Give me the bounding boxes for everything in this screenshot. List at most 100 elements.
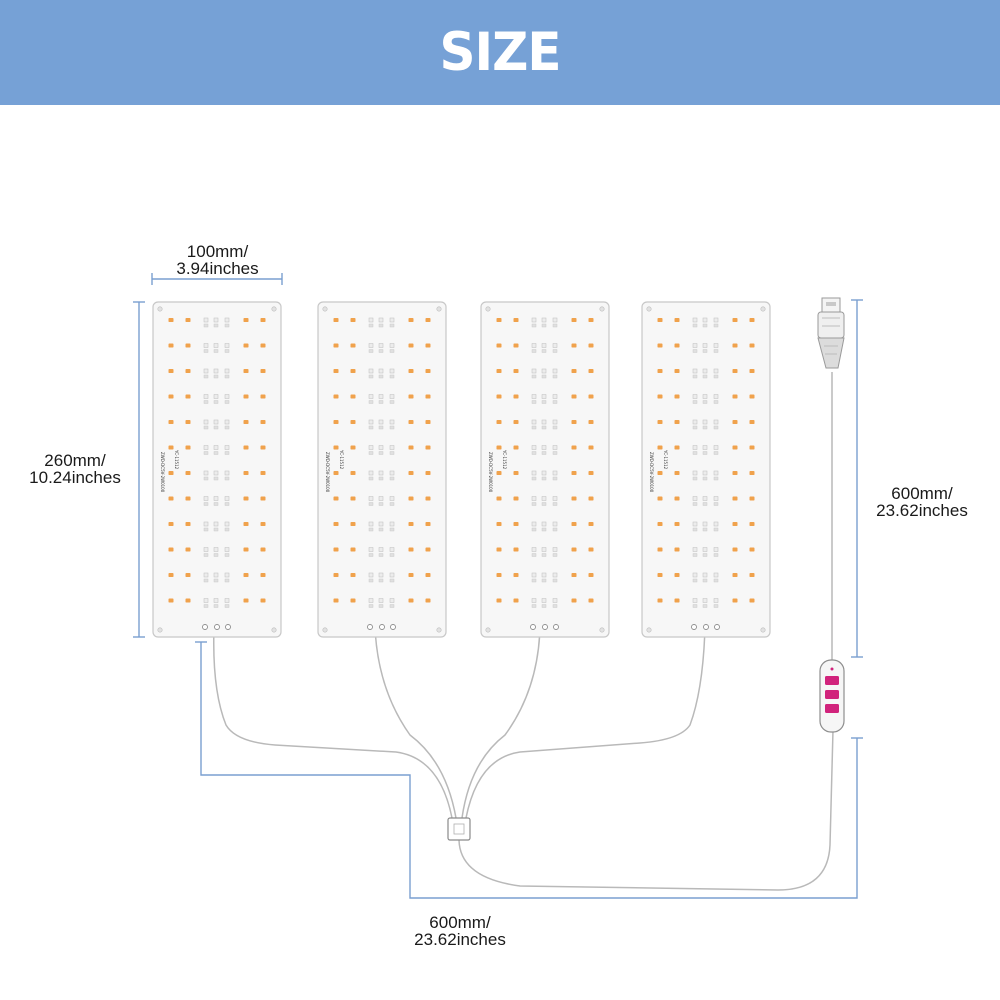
panel-spec-label: ZWD-DC5V-2W0100 xyxy=(488,452,493,493)
led-chip xyxy=(702,317,708,323)
led-chip xyxy=(213,349,219,353)
led-chip xyxy=(389,476,395,481)
led-chip xyxy=(513,573,519,577)
led-chip xyxy=(389,400,395,404)
led-chip xyxy=(531,445,537,450)
led-chip xyxy=(692,400,698,404)
led-chip xyxy=(350,598,356,603)
led-chip xyxy=(243,343,249,348)
led-chip xyxy=(541,317,547,323)
led-chip xyxy=(674,496,680,501)
led-chip xyxy=(203,496,209,501)
led-chip xyxy=(588,420,594,424)
led-chip xyxy=(657,471,663,475)
led-chip xyxy=(571,445,577,450)
led-chip xyxy=(749,496,755,501)
led-chip xyxy=(168,547,174,552)
led-chip xyxy=(702,578,708,583)
led-chip xyxy=(368,323,374,328)
led-chip xyxy=(552,572,558,578)
panel-height-mm: 260mm/ xyxy=(44,451,106,470)
led-chip xyxy=(531,451,537,455)
led-chip xyxy=(702,547,708,552)
led-panel: YC-11512 ZWD-DC5V-2W0100 xyxy=(480,301,610,638)
led-chip xyxy=(674,318,680,322)
led-chip xyxy=(224,521,230,527)
led-chip xyxy=(378,521,384,527)
led-chip xyxy=(425,471,431,475)
led-chip xyxy=(213,419,219,425)
led-chip xyxy=(552,604,558,608)
led-chip xyxy=(203,394,209,399)
led-chip xyxy=(213,547,219,552)
led-chip xyxy=(702,553,708,557)
led-chip xyxy=(378,425,384,430)
led-chip xyxy=(674,394,680,399)
led-chip xyxy=(333,343,339,348)
solder-pad xyxy=(703,624,709,630)
led-chip xyxy=(713,496,719,501)
led-chip xyxy=(368,368,374,374)
led-chip xyxy=(168,598,174,603)
mounting-hole xyxy=(760,627,766,633)
led-chip xyxy=(260,318,266,322)
led-chip xyxy=(368,553,374,557)
led-chip xyxy=(674,598,680,603)
led-chip xyxy=(224,445,230,450)
led-chip xyxy=(713,451,719,455)
led-chip xyxy=(588,394,594,399)
led-chip xyxy=(213,476,219,481)
led-chip xyxy=(203,527,209,532)
panel-2-cable xyxy=(374,627,457,819)
panel-board xyxy=(480,301,610,638)
led-chip xyxy=(513,343,519,348)
led-chip xyxy=(378,323,384,328)
led-chip xyxy=(713,445,719,450)
led-chip xyxy=(531,476,537,481)
led-chip xyxy=(168,318,174,322)
led-chip xyxy=(389,368,395,374)
led-chip xyxy=(552,400,558,404)
led-chip xyxy=(531,349,537,353)
led-chip xyxy=(657,318,663,322)
led-chip xyxy=(749,318,755,322)
mounting-hole xyxy=(760,306,766,312)
led-chip xyxy=(552,374,558,379)
led-chip xyxy=(496,522,502,526)
panel-model-label: YC-11512 xyxy=(663,449,668,470)
led-chip xyxy=(531,425,537,430)
led-chip xyxy=(702,451,708,455)
led-chip xyxy=(203,343,209,348)
led-chip xyxy=(732,445,738,450)
led-chip xyxy=(702,470,708,476)
led-chip xyxy=(588,471,594,475)
led-chip xyxy=(203,476,209,481)
led-chip xyxy=(224,400,230,404)
led-chip xyxy=(350,420,356,424)
panel-model-label: YC-11512 xyxy=(502,449,507,470)
led-chip xyxy=(702,400,708,404)
led-chip xyxy=(571,547,577,552)
led-chip xyxy=(224,553,230,557)
mounting-hole xyxy=(157,627,163,633)
led-chip xyxy=(224,317,230,323)
led-chip xyxy=(541,374,547,379)
led-chip xyxy=(389,317,395,323)
led-chip xyxy=(224,476,230,481)
led-chip xyxy=(588,343,594,348)
led-chip xyxy=(531,496,537,501)
led-chip xyxy=(408,573,414,577)
led-chip xyxy=(378,553,384,557)
led-chip xyxy=(425,522,431,526)
led-chip xyxy=(368,374,374,379)
led-chip xyxy=(749,573,755,577)
led-chip xyxy=(692,496,698,501)
led-chip xyxy=(496,394,502,399)
led-chip xyxy=(702,394,708,399)
led-chip xyxy=(496,420,502,424)
panel-spec-label: ZWD-DC5V-2W0100 xyxy=(325,452,330,493)
led-chip xyxy=(224,425,230,430)
led-chip xyxy=(541,349,547,353)
led-chip xyxy=(378,604,384,608)
led-chip xyxy=(389,553,395,557)
